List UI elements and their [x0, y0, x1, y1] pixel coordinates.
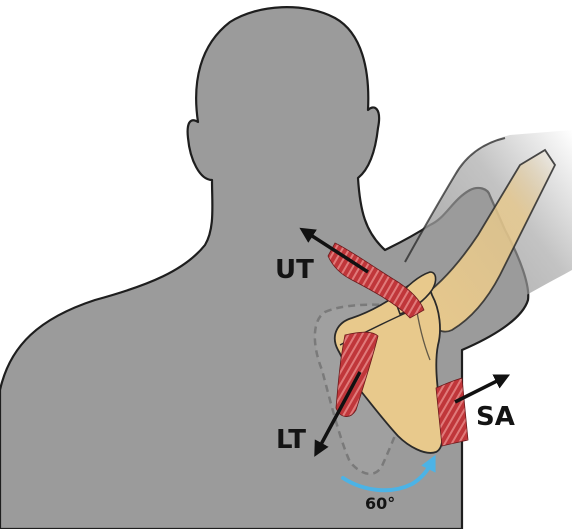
serratus-anterior-muscle: [436, 378, 468, 446]
label-sa: SA: [476, 402, 515, 432]
label-lt: LT: [276, 425, 306, 455]
label-ut: UT: [275, 255, 314, 285]
label-rotation-angle: 60°: [365, 494, 395, 513]
